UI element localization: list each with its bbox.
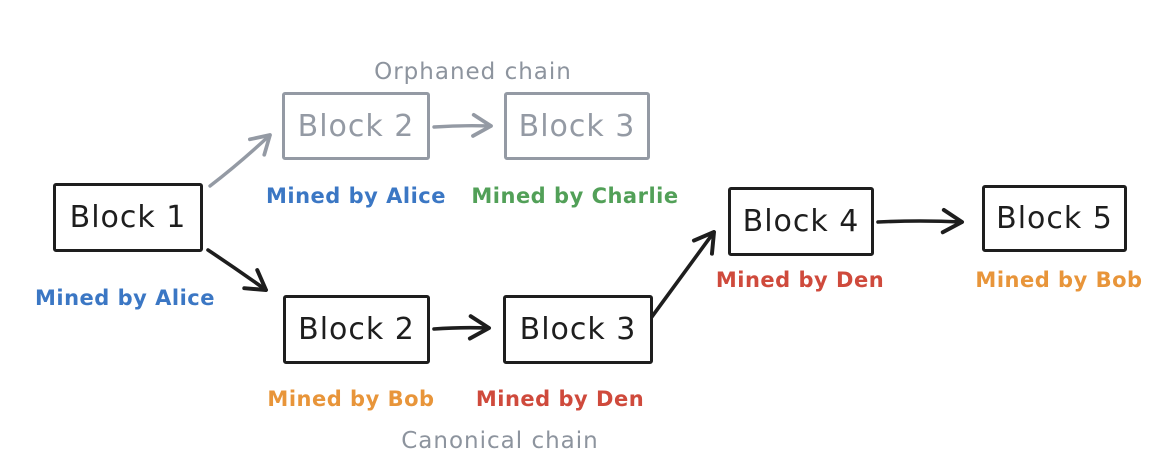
miner-label-canonical-block-2: Mined by Bob (267, 387, 435, 411)
orphaned-block-2-label: Block 2 (297, 108, 415, 144)
miner-label-block-4: Mined by Den (715, 268, 885, 292)
arrow-block4-to-block5 (876, 207, 964, 235)
canonical-chain-label: Canonical chain (401, 428, 599, 454)
block-4-label: Block 4 (742, 204, 860, 239)
canonical-block-2: Block 2 (283, 295, 430, 364)
block-1-label: Block 1 (69, 200, 187, 235)
orphaned-block-3-label: Block 3 (518, 108, 636, 144)
arrow-canonical-block3-to-block4 (649, 230, 716, 320)
miner-label-orphaned-block-2: Mined by Alice (265, 184, 447, 208)
arrow-block1-to-canonical-block2 (206, 248, 268, 292)
block-5: Block 5 (982, 185, 1127, 252)
block-4: Block 4 (728, 187, 874, 256)
arrow-block1-to-orphaned-block2 (208, 133, 272, 188)
orphaned-block-3: Block 3 (504, 92, 650, 160)
arrow-canonical-block2-to-canonical-block3 (432, 314, 491, 341)
miner-label-orphaned-block-3: Mined by Charlie (471, 184, 679, 208)
arrow-orphaned-block2-to-orphaned-block3 (432, 112, 493, 138)
orphaned-chain-label: Orphaned chain (374, 59, 572, 85)
canonical-block-3-label: Block 3 (519, 312, 637, 347)
orphaned-block-2: Block 2 (282, 92, 430, 160)
miner-label-block-1: Mined by Alice (34, 286, 216, 310)
block-1: Block 1 (53, 183, 203, 252)
canonical-block-3: Block 3 (503, 295, 653, 364)
canonical-block-2-label: Block 2 (298, 312, 415, 347)
miner-label-block-5: Mined by Bob (975, 268, 1143, 292)
miner-label-canonical-block-3: Mined by Den (475, 387, 645, 411)
block-5-label: Block 5 (996, 201, 1113, 236)
